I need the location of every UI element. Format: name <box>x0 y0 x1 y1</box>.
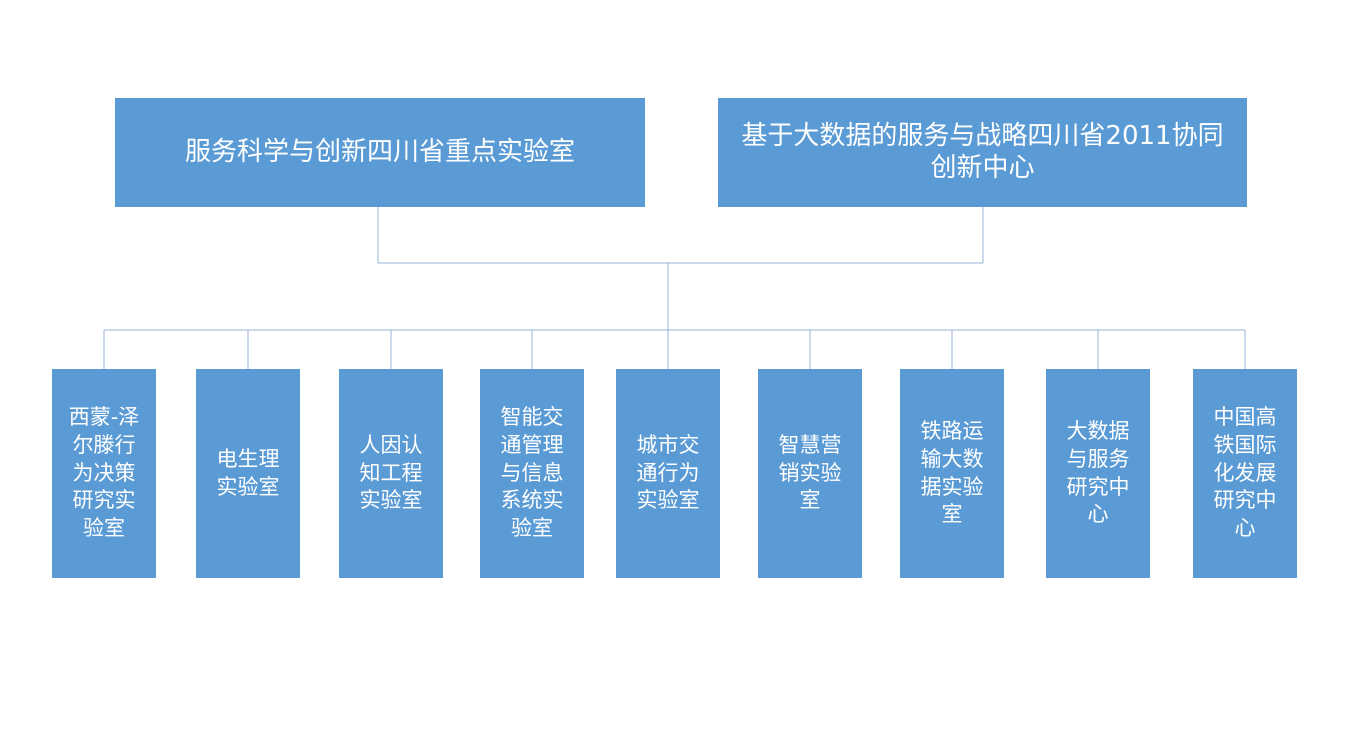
org-box-label: 城市交通行为实验室 <box>636 432 700 513</box>
org-box-collaborative-innovation-center: 基于大数据的服务与战略四川省2011协同创新中心 <box>718 98 1247 207</box>
org-box-label: 智能交通管理与信息系统实验室 <box>500 404 564 541</box>
org-box-big-data-service-research-center: 大数据与服务研究中心 <box>1046 369 1150 578</box>
org-box-china-hsr-internationalization-research-center: 中国高铁国际化发展研究中心 <box>1193 369 1297 578</box>
org-box-smart-marketing-lab: 智慧营销实验室 <box>758 369 862 578</box>
org-box-label: 中国高铁国际化发展研究中心 <box>1213 404 1277 541</box>
org-box-railway-transport-big-data-lab: 铁路运输大数据实验室 <box>900 369 1004 578</box>
org-box-human-factors-cognitive-engineering-lab: 人因认知工程实验室 <box>339 369 443 578</box>
org-box-label: 大数据与服务研究中心 <box>1066 418 1130 527</box>
org-box-simon-selten-behavioral-decision-lab: 西蒙-泽尔滕行为决策研究实验室 <box>52 369 156 578</box>
org-box-label: 智慧营销实验室 <box>778 432 842 513</box>
org-box-label: 基于大数据的服务与战略四川省2011协同创新中心 <box>741 120 1224 183</box>
org-box-key-laboratory: 服务科学与创新四川省重点实验室 <box>115 98 645 207</box>
org-box-urban-traffic-behavior-lab: 城市交通行为实验室 <box>616 369 720 578</box>
org-box-label: 西蒙-泽尔滕行为决策研究实验室 <box>68 404 140 541</box>
org-box-label: 人因认知工程实验室 <box>359 432 423 513</box>
org-box-label: 铁路运输大数据实验室 <box>920 418 984 527</box>
org-box-electrophysiology-lab: 电生理实验室 <box>196 369 300 578</box>
org-box-label: 电生理实验室 <box>216 446 280 499</box>
org-box-intelligent-transport-information-systems-lab: 智能交通管理与信息系统实验室 <box>480 369 584 578</box>
org-box-label: 服务科学与创新四川省重点实验室 <box>184 136 575 167</box>
